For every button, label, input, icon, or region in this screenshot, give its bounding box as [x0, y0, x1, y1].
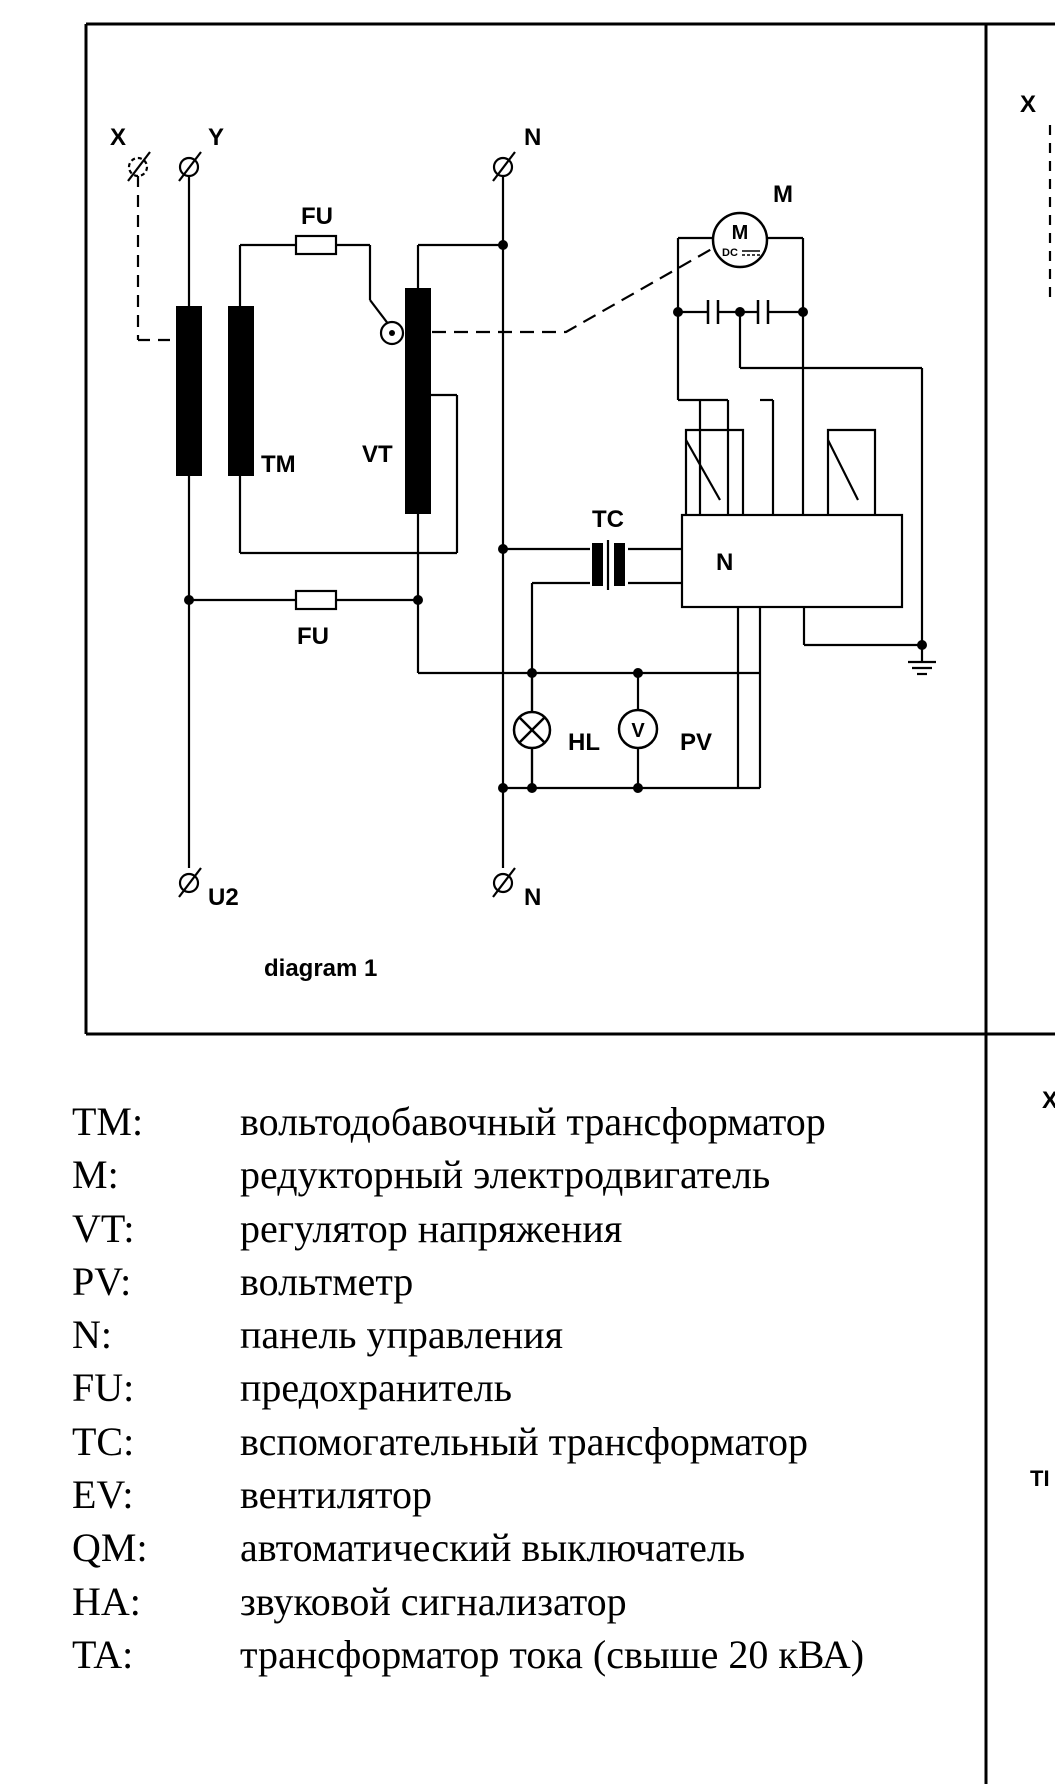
- junction-dots: [184, 240, 927, 793]
- legend-row: VT: регулятор напряжения: [72, 1202, 992, 1255]
- legend-code: HA:: [72, 1578, 141, 1624]
- legend-code: TC:: [72, 1418, 135, 1464]
- legend-code: TM:: [72, 1099, 144, 1144]
- fuse-top: [294, 234, 338, 256]
- switch-left: [684, 428, 745, 515]
- switch-right: [826, 428, 877, 515]
- motor-symbol: M DC: [711, 211, 769, 269]
- label-n-bottom: N: [524, 884, 541, 911]
- legend-description: звуковой сигнализатор: [240, 1578, 627, 1624]
- label-tm: TM: [261, 451, 296, 478]
- right-panel-label-bottom: TI: [1030, 1466, 1050, 1491]
- label-fu-bottom: FU: [297, 623, 329, 650]
- legend-code: PV:: [72, 1258, 132, 1304]
- legend-description: автоматический выключатель: [240, 1525, 746, 1571]
- legend-description: предохранитель: [240, 1365, 512, 1411]
- legend-description: вентилятор: [240, 1472, 433, 1518]
- legend-row: EV: вентилятор: [72, 1468, 992, 1521]
- terminal-x: [127, 151, 151, 182]
- tm-secondary-core: [228, 306, 254, 476]
- lamp-hl: [512, 710, 552, 750]
- legend-description: редукторный электродвигатель: [240, 1152, 771, 1198]
- legend-description: вольтметр: [240, 1258, 414, 1304]
- legend-description: вольтодобавочный трансформатор: [240, 1099, 826, 1144]
- legend-row: TM: вольтодобавочный трансформатор: [72, 1095, 992, 1148]
- legend-code: M:: [72, 1152, 119, 1198]
- ground-icon: [908, 660, 936, 676]
- legend-description: вспомогательный трансформатор: [240, 1418, 809, 1464]
- legend-row: HA: звуковой сигнализатор: [72, 1575, 992, 1628]
- control-panel-box: [680, 513, 904, 609]
- legend-row: TA: трансформатор тока (свыше 20 кВА): [72, 1628, 992, 1681]
- svg-text:DC: DC: [722, 247, 738, 259]
- capacitors: [706, 300, 770, 324]
- label-fu-top: FU: [301, 203, 333, 230]
- label-u2: U2: [208, 884, 239, 911]
- label-x: X: [110, 124, 126, 151]
- terminal-n-top: [492, 151, 516, 182]
- legend-code: QM:: [72, 1525, 148, 1571]
- label-tc: TC: [592, 506, 624, 533]
- terminal-n-bottom: [492, 867, 516, 898]
- legend-description: трансформатор тока (свыше 20 кВА): [240, 1631, 865, 1677]
- vt-core: [405, 288, 431, 514]
- voltmeter-pv: V: [617, 708, 659, 750]
- right-panel-label-mid: X: [1042, 1087, 1055, 1114]
- label-pv: PV: [680, 729, 712, 756]
- label-y: Y: [208, 124, 224, 151]
- legend-code: TA:: [72, 1631, 134, 1677]
- legend-row: M: редукторный электродвигатель: [72, 1148, 992, 1201]
- label-hl: HL: [568, 729, 600, 756]
- fuse-bottom: [294, 589, 338, 611]
- svg-text:M: M: [732, 222, 749, 244]
- legend-description: панель управления: [240, 1312, 563, 1358]
- label-vt: VT: [362, 441, 393, 468]
- legend-code: EV:: [72, 1472, 134, 1518]
- legend-row: QM: автоматический выключатель: [72, 1521, 992, 1574]
- legend-row: FU: предохранитель: [72, 1361, 992, 1414]
- diagram-caption: diagram 1: [264, 955, 377, 982]
- legend-row: N: панель управления: [72, 1308, 992, 1361]
- label-panel-n: N: [716, 549, 733, 576]
- terminal-u2: [178, 867, 202, 898]
- tm-primary-core: [176, 306, 202, 476]
- tc-transformer: [592, 540, 625, 590]
- terminal-y: [178, 151, 202, 182]
- legend-code: VT:: [72, 1205, 135, 1251]
- vt-motor-dashed: [432, 241, 725, 334]
- label-n-top: N: [524, 124, 541, 151]
- x-dashed-line: [136, 175, 176, 342]
- right-panel-label-top: X: [1020, 91, 1036, 118]
- legend-code: FU:: [72, 1365, 135, 1411]
- legend-row: TC: вспомогательный трансформатор: [72, 1415, 992, 1468]
- legend-description: регулятор напряжения: [240, 1205, 623, 1251]
- legend-row: PV: вольтметр: [72, 1255, 992, 1308]
- legend-code: N:: [72, 1312, 112, 1358]
- svg-text:V: V: [631, 720, 645, 742]
- label-motor: M: [773, 181, 793, 208]
- diagram-frame: [84, 22, 1055, 1784]
